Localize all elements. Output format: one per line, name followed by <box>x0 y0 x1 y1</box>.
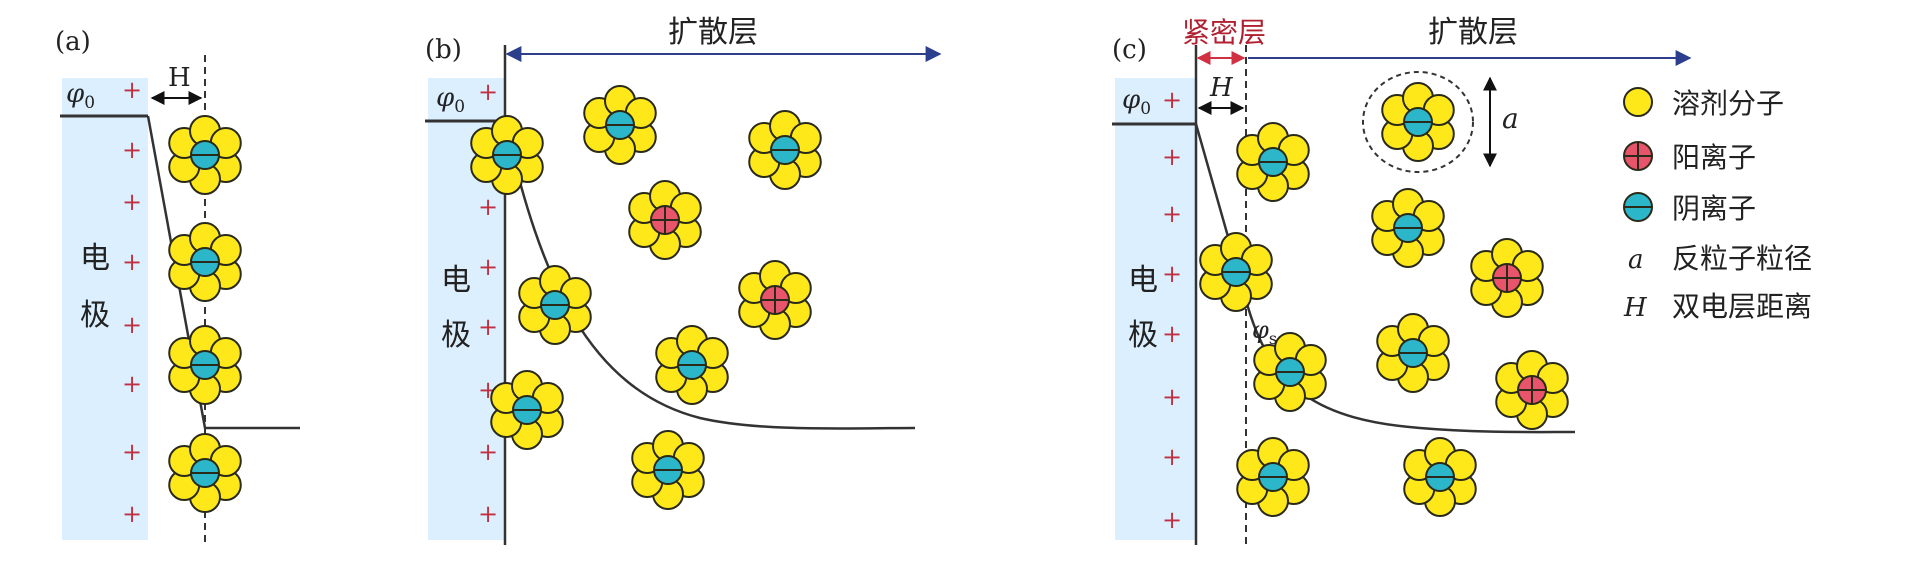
plus-charge: + <box>122 136 142 164</box>
electrode-char-1-a: 电 <box>80 241 110 276</box>
legend-cation-icon <box>1623 141 1653 171</box>
panel-a: (a) H φ0 电 极 + + + + + + + + <box>55 27 300 545</box>
legend-cation-text: 阳离子 <box>1672 141 1756 174</box>
electrode-c <box>1115 78 1195 540</box>
plus-charge: + <box>478 438 498 466</box>
plus-charge: + <box>122 76 142 104</box>
plus-charge: + <box>478 193 498 221</box>
plus-charge: + <box>122 370 142 398</box>
h-label-a: H <box>168 63 191 93</box>
clusters-b <box>470 85 822 510</box>
anion-cluster <box>490 370 564 450</box>
legend-h-text: 双电层距离 <box>1672 290 1812 323</box>
panel-a-label: (a) <box>55 27 91 57</box>
legend-anion-icon <box>1623 192 1653 222</box>
panel-b: (b) 扩散层 φ0 电 极 ++++++++ <box>425 15 942 545</box>
clusters-a <box>168 115 242 513</box>
phi0-label-a: φ0 <box>66 79 95 113</box>
plus-charge: + <box>1162 200 1182 228</box>
anion-cluster <box>1376 313 1450 393</box>
plus-charge: + <box>1162 506 1182 534</box>
anion-cluster <box>1253 332 1327 412</box>
panel-c-label: (c) <box>1112 35 1147 65</box>
anion-cluster <box>1381 82 1455 162</box>
legend-solvent-text: 溶剂分子 <box>1672 87 1784 120</box>
anion-cluster <box>1199 232 1273 312</box>
plus-charge: + <box>1162 383 1182 411</box>
cation-cluster <box>738 260 812 340</box>
phis-label-c: φs <box>1252 316 1277 348</box>
cation-cluster <box>628 180 702 260</box>
anion-cluster <box>631 430 705 510</box>
anion-cluster <box>1403 437 1477 517</box>
anion-cluster <box>168 222 242 302</box>
anion-cluster <box>1236 122 1310 202</box>
anion-cluster <box>470 115 544 195</box>
plus-charge: + <box>478 500 498 528</box>
legend-solvent-icon <box>1623 87 1653 117</box>
plus-charge: + <box>122 248 142 276</box>
plus-charge: + <box>1162 260 1182 288</box>
plus-charge: + <box>1162 320 1182 348</box>
phi0-label-c: φ0 <box>1122 85 1151 119</box>
h-label-c: H <box>1209 73 1234 103</box>
plus-charge: + <box>122 188 142 216</box>
plus-charge: + <box>122 311 142 339</box>
a-label-c: a <box>1502 102 1519 135</box>
diffuse-layer-label-b: 扩散层 <box>668 15 758 50</box>
electrode-char-2-a: 极 <box>80 298 110 333</box>
plus-charge: + <box>478 78 498 106</box>
anion-cluster <box>1371 188 1445 268</box>
panel-b-label: (b) <box>425 35 462 65</box>
plus-charge: + <box>122 438 142 466</box>
particle-size-outline-c <box>1362 71 1474 173</box>
anion-cluster <box>583 85 657 165</box>
legend: 溶剂分子 阳离子 阴离子 a 反粒子粒径 H 双电层距离 <box>1623 87 1812 323</box>
potential-curve-b <box>503 120 916 430</box>
cation-cluster <box>1495 350 1569 430</box>
legend-h-symbol: H <box>1623 293 1648 323</box>
plus-charge: + <box>478 313 498 341</box>
anion-cluster <box>518 265 592 345</box>
electrode-char-2-c: 极 <box>1128 318 1158 353</box>
plus-signs-c: + + + + + + + + <box>1162 86 1182 534</box>
electrode-char-2-b: 极 <box>441 318 471 353</box>
electrode-char-1-c: 电 <box>1128 263 1158 298</box>
phi0-label-b: φ0 <box>436 83 465 117</box>
legend-a-text: 反粒子粒径 <box>1672 242 1812 275</box>
plus-charge: + <box>1162 143 1182 171</box>
anion-cluster <box>655 325 729 405</box>
anion-cluster <box>168 433 242 513</box>
plus-charge: + <box>1162 443 1182 471</box>
anion-cluster <box>748 110 822 190</box>
anion-cluster <box>168 325 242 405</box>
anion-cluster <box>168 115 242 195</box>
clusters-c <box>1199 82 1569 517</box>
diffuse-layer-label-c: 扩散层 <box>1428 15 1518 50</box>
compact-layer-label-c: 紧密层 <box>1182 16 1266 49</box>
plus-charge: + <box>122 500 142 528</box>
plus-signs-a: + + + + + + + + <box>122 76 142 528</box>
anion-cluster <box>1236 437 1310 517</box>
cation-cluster <box>1470 238 1544 318</box>
plus-charge: + <box>478 253 498 281</box>
legend-a-symbol: a <box>1628 245 1644 275</box>
plus-charge: + <box>1162 86 1182 114</box>
legend-anion-text: 阴离子 <box>1672 192 1756 225</box>
panel-c: (c) 紧密层 扩散层 H φ0 φs 电 极 a + + + + + + + + <box>1112 15 1692 545</box>
electrode-char-1-b: 电 <box>441 263 471 298</box>
electrode-a <box>62 78 148 540</box>
